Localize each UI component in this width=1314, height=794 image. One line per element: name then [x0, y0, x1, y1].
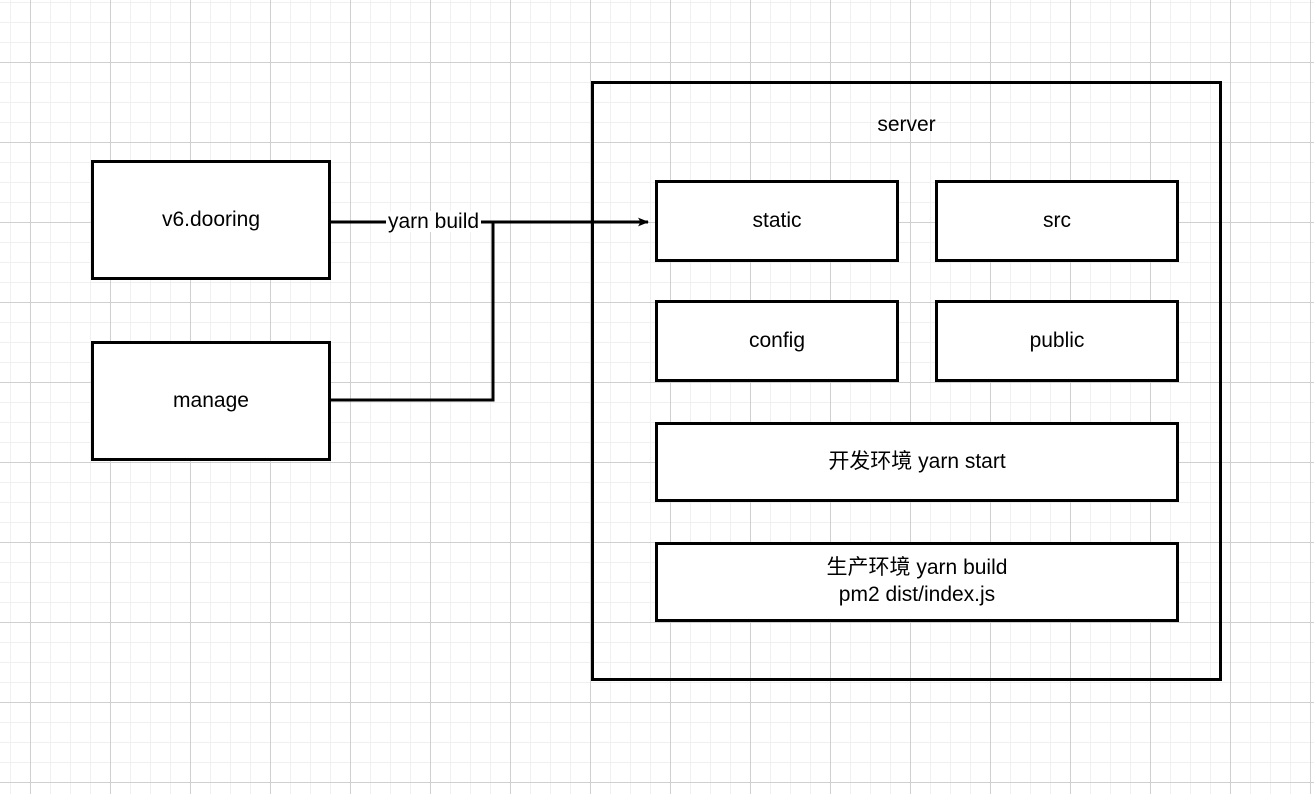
edge-label-yarn-build: yarn build — [386, 210, 482, 233]
server-title: server — [877, 113, 936, 136]
node-v6-dooring[interactable]: v6.dooring — [91, 160, 331, 280]
node-public[interactable]: public — [935, 300, 1179, 382]
node-static[interactable]: static — [655, 180, 899, 262]
node-server-container[interactable]: server static src config public 开发环境 yar… — [591, 81, 1222, 681]
node-config[interactable]: config — [655, 300, 899, 382]
node-prod-environment[interactable]: 生产环境 yarn build pm2 dist/index.js — [655, 542, 1179, 622]
node-dev-environment[interactable]: 开发环境 yarn start — [655, 422, 1179, 502]
edge-manage-to-merge — [331, 222, 495, 402]
node-manage[interactable]: manage — [91, 341, 331, 461]
node-src[interactable]: src — [935, 180, 1179, 262]
